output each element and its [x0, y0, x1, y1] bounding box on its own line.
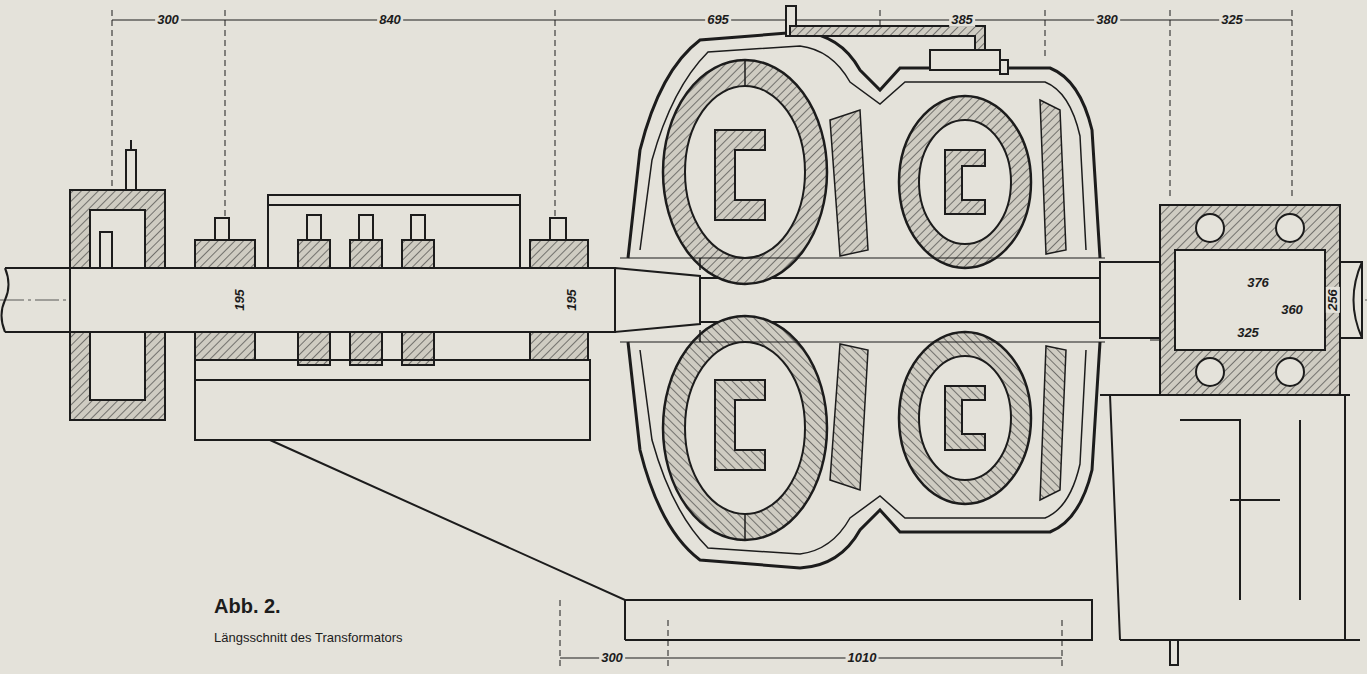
dimension-lines	[555, 10, 556, 240]
right-bearing	[1170, 640, 1178, 665]
dimension-value: 195	[565, 287, 579, 313]
oil-pipe	[786, 6, 1008, 74]
turbine-casing	[620, 316, 1105, 568]
dimension-lines	[560, 658, 1062, 659]
dimension-lines	[668, 620, 669, 668]
right-bearing	[1196, 358, 1224, 386]
dimension-value: 325	[1219, 13, 1245, 27]
gear-housing	[624, 600, 626, 640]
gear-housing	[359, 215, 373, 240]
oil-pipe	[930, 50, 1000, 70]
dimension-value: 195	[233, 287, 247, 313]
right-bearing	[1276, 358, 1304, 386]
right-bearing	[1100, 395, 1360, 640]
dimension-value: 385	[949, 13, 975, 27]
right-bearing	[1180, 420, 1300, 600]
right-bearing	[1175, 250, 1325, 350]
dimension-lines	[0, 10, 1367, 668]
dimension-value: 256	[1326, 287, 1340, 313]
figure-caption: Längsschnitt des Transformators	[212, 631, 405, 645]
dimension-lines	[560, 600, 561, 668]
dimension-value: 325	[1235, 326, 1261, 340]
dimension-lines	[1292, 10, 1293, 200]
left-coupling	[130, 140, 132, 150]
dimension-value: 1010	[846, 651, 879, 665]
dimension-value: 360	[1279, 303, 1305, 317]
gear-housing	[268, 204, 520, 206]
gear-housing	[307, 215, 321, 240]
gear-housing	[307, 215, 425, 240]
gear-housing	[195, 379, 590, 381]
right-bearing	[1196, 214, 1224, 242]
left-coupling	[100, 232, 112, 268]
dimension-value: 380	[1094, 13, 1120, 27]
shaft	[70, 268, 615, 332]
gear-housing	[195, 360, 590, 440]
dimension-value: 300	[155, 13, 181, 27]
dimension-lines	[1045, 10, 1046, 60]
turbine-casing	[620, 32, 1105, 568]
dimension-lines	[1170, 10, 1171, 200]
gear-housing	[550, 218, 566, 240]
dimension-value: 300	[599, 651, 625, 665]
left-coupling	[2, 268, 71, 332]
dimension-value: 376	[1245, 276, 1271, 290]
shaft	[615, 268, 700, 332]
dimension-value: 840	[377, 13, 403, 27]
turbine-casing	[620, 32, 1105, 284]
figure-number: Abb. 2.	[212, 595, 283, 617]
right-bearing	[1100, 205, 1360, 665]
right-bearing	[1230, 499, 1280, 501]
dimension-lines	[225, 10, 226, 240]
right-bearing	[1160, 205, 1340, 395]
right-bearing	[1276, 214, 1304, 242]
shaft	[700, 278, 1100, 322]
gear-housing	[411, 215, 425, 240]
gear-housing	[215, 218, 229, 240]
oil-pipe	[1000, 60, 1008, 74]
left-coupling	[126, 150, 136, 190]
shaft	[1354, 262, 1363, 338]
dimension-value: 695	[705, 13, 731, 27]
dimension-lines	[1062, 620, 1063, 668]
